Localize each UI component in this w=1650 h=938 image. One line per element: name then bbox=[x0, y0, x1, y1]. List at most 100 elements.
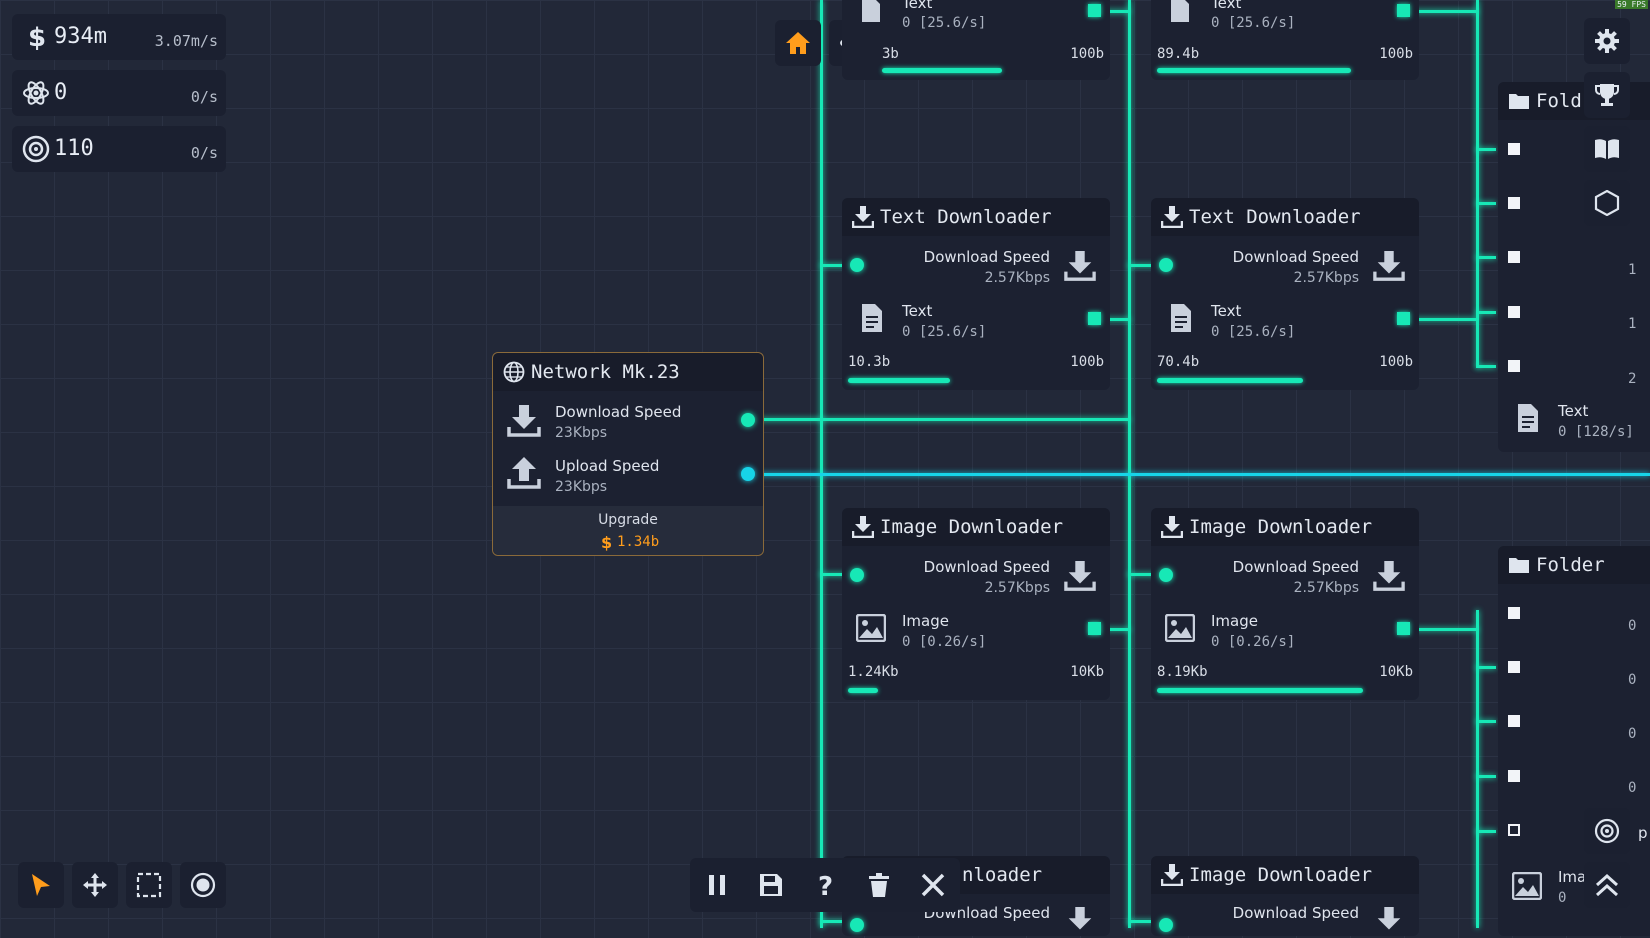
item-sub: 0 [25.6/s] bbox=[902, 324, 987, 340]
input-slot[interactable] bbox=[1508, 143, 1520, 155]
image-downloader-node[interactable]: Image Downloader Download Speed 2.57Kbps… bbox=[842, 508, 1110, 700]
item-label: Text bbox=[1211, 0, 1242, 12]
output-port[interactable] bbox=[1397, 622, 1410, 635]
item-label: Text bbox=[902, 302, 933, 320]
download-speed-label: Download Speed bbox=[1232, 904, 1359, 922]
image-icon bbox=[1512, 872, 1542, 900]
wire bbox=[1476, 666, 1496, 669]
upgrade-label: Upgrade bbox=[598, 512, 658, 528]
hexagon-icon bbox=[1594, 190, 1620, 216]
text-downloader-node-partial[interactable]: Text 0 [25.6/s] 89.4b 100b bbox=[1151, 0, 1419, 80]
wire bbox=[1094, 10, 1130, 13]
document-icon bbox=[862, 0, 880, 22]
move-tool[interactable] bbox=[72, 862, 118, 908]
help-button[interactable]: ? bbox=[802, 862, 848, 908]
home-button[interactable] bbox=[775, 20, 821, 66]
collapse-button[interactable] bbox=[1584, 862, 1630, 908]
progress-value: 10.3b bbox=[848, 354, 891, 370]
target-icon bbox=[22, 135, 50, 163]
output-port[interactable] bbox=[1397, 312, 1410, 325]
wire bbox=[1128, 920, 1164, 923]
image-icon bbox=[1165, 614, 1195, 642]
node-header: Image Downloader bbox=[1151, 508, 1419, 546]
document-icon bbox=[1171, 304, 1191, 332]
output-port[interactable] bbox=[1088, 312, 1101, 325]
wire bbox=[1476, 720, 1496, 723]
input-port[interactable] bbox=[850, 918, 864, 932]
money-rate: 3.07m/s bbox=[154, 32, 218, 50]
close-button[interactable] bbox=[910, 862, 956, 908]
progress-max: 100b bbox=[1070, 46, 1104, 62]
document-icon bbox=[862, 304, 882, 332]
download-speed-label: Download Speed bbox=[923, 248, 1050, 266]
upload-speed-label: Upload Speed bbox=[555, 457, 660, 475]
input-slot[interactable] bbox=[1508, 607, 1520, 619]
chevrons-up-icon bbox=[1595, 873, 1619, 897]
node-header: Text Downloader bbox=[842, 198, 1110, 236]
input-port[interactable] bbox=[1159, 258, 1173, 272]
settings-button[interactable] bbox=[1584, 18, 1630, 64]
slot-count: 0 bbox=[1628, 618, 1637, 634]
input-slot[interactable] bbox=[1508, 251, 1520, 263]
delete-button[interactable] bbox=[856, 862, 902, 908]
upload-speed-value: 23Kbps bbox=[555, 479, 608, 495]
input-slot[interactable] bbox=[1508, 197, 1520, 209]
cursor-tool[interactable] bbox=[18, 862, 64, 908]
control-bar: ? bbox=[690, 858, 960, 912]
input-slot[interactable] bbox=[1508, 360, 1520, 372]
target-button[interactable] bbox=[1584, 808, 1630, 854]
progress-bar bbox=[1157, 688, 1363, 693]
research-panel: 0 0/s bbox=[12, 70, 226, 116]
dollar-icon: $ bbox=[601, 533, 613, 552]
progress-value: 89.4b bbox=[1157, 46, 1200, 62]
circle-icon bbox=[190, 872, 216, 898]
achievements-button[interactable] bbox=[1584, 72, 1630, 118]
output-port[interactable] bbox=[1088, 4, 1101, 17]
slot-count: 0 bbox=[1628, 726, 1637, 742]
download-port[interactable] bbox=[741, 413, 755, 427]
network-node[interactable]: Network Mk.23 Download Speed 23Kbps Uplo… bbox=[492, 352, 764, 556]
wire bbox=[1094, 628, 1130, 631]
input-port[interactable] bbox=[850, 568, 864, 582]
input-slot[interactable] bbox=[1508, 306, 1520, 318]
book-icon bbox=[1595, 139, 1619, 159]
input-slot[interactable] bbox=[1508, 715, 1520, 727]
input-port[interactable] bbox=[1159, 918, 1173, 932]
slot-count: 1 bbox=[1628, 316, 1637, 332]
book-button[interactable] bbox=[1584, 126, 1630, 172]
upgrade-button[interactable]: Upgrade $ 1.34b bbox=[493, 506, 763, 555]
select-tool[interactable] bbox=[126, 862, 172, 908]
hexagon-button[interactable] bbox=[1584, 180, 1630, 226]
download-speed-label: Download Speed bbox=[1232, 558, 1359, 576]
input-port[interactable] bbox=[1159, 568, 1173, 582]
input-slot[interactable] bbox=[1508, 661, 1520, 673]
gear-icon bbox=[1595, 29, 1619, 53]
wire bbox=[1128, 0, 1131, 928]
text-downloader-node-partial[interactable]: Text 0 [25.6/s] 3b 100b bbox=[842, 0, 1110, 80]
output-port[interactable] bbox=[1397, 4, 1410, 17]
output-port[interactable] bbox=[1088, 622, 1101, 635]
research-rate: 0/s bbox=[190, 88, 218, 106]
text-downloader-node[interactable]: Text Downloader Download Speed 2.57Kbps … bbox=[1151, 198, 1419, 390]
item-label: Image bbox=[1211, 612, 1258, 630]
upload-port[interactable] bbox=[741, 467, 755, 481]
circle-tool[interactable] bbox=[180, 862, 226, 908]
wire bbox=[820, 920, 856, 923]
input-port[interactable] bbox=[850, 258, 864, 272]
item-sub: 0 [128/s] bbox=[1558, 424, 1634, 440]
image-downloader-node[interactable]: Image Downloader Download Speed 2.57Kbps… bbox=[1151, 508, 1419, 700]
help-icon: ? bbox=[818, 872, 833, 898]
text-downloader-node[interactable]: Text Downloader Download Speed 2.57Kbps … bbox=[842, 198, 1110, 390]
save-button[interactable] bbox=[748, 862, 794, 908]
input-slot[interactable] bbox=[1508, 770, 1520, 782]
svg-text:?: ? bbox=[818, 872, 833, 898]
download-speed-label: Download Speed bbox=[923, 558, 1050, 576]
image-downloader-node-partial[interactable]: Image Downloader Download Speed bbox=[1151, 856, 1419, 936]
node-title: Network Mk.23 bbox=[531, 361, 680, 383]
input-slot[interactable] bbox=[1508, 824, 1520, 836]
download-icon bbox=[852, 206, 874, 228]
progress-max: 100b bbox=[1070, 354, 1104, 370]
pause-button[interactable] bbox=[694, 862, 740, 908]
download-icon bbox=[1064, 560, 1096, 591]
slot-count: 2 bbox=[1628, 371, 1637, 387]
